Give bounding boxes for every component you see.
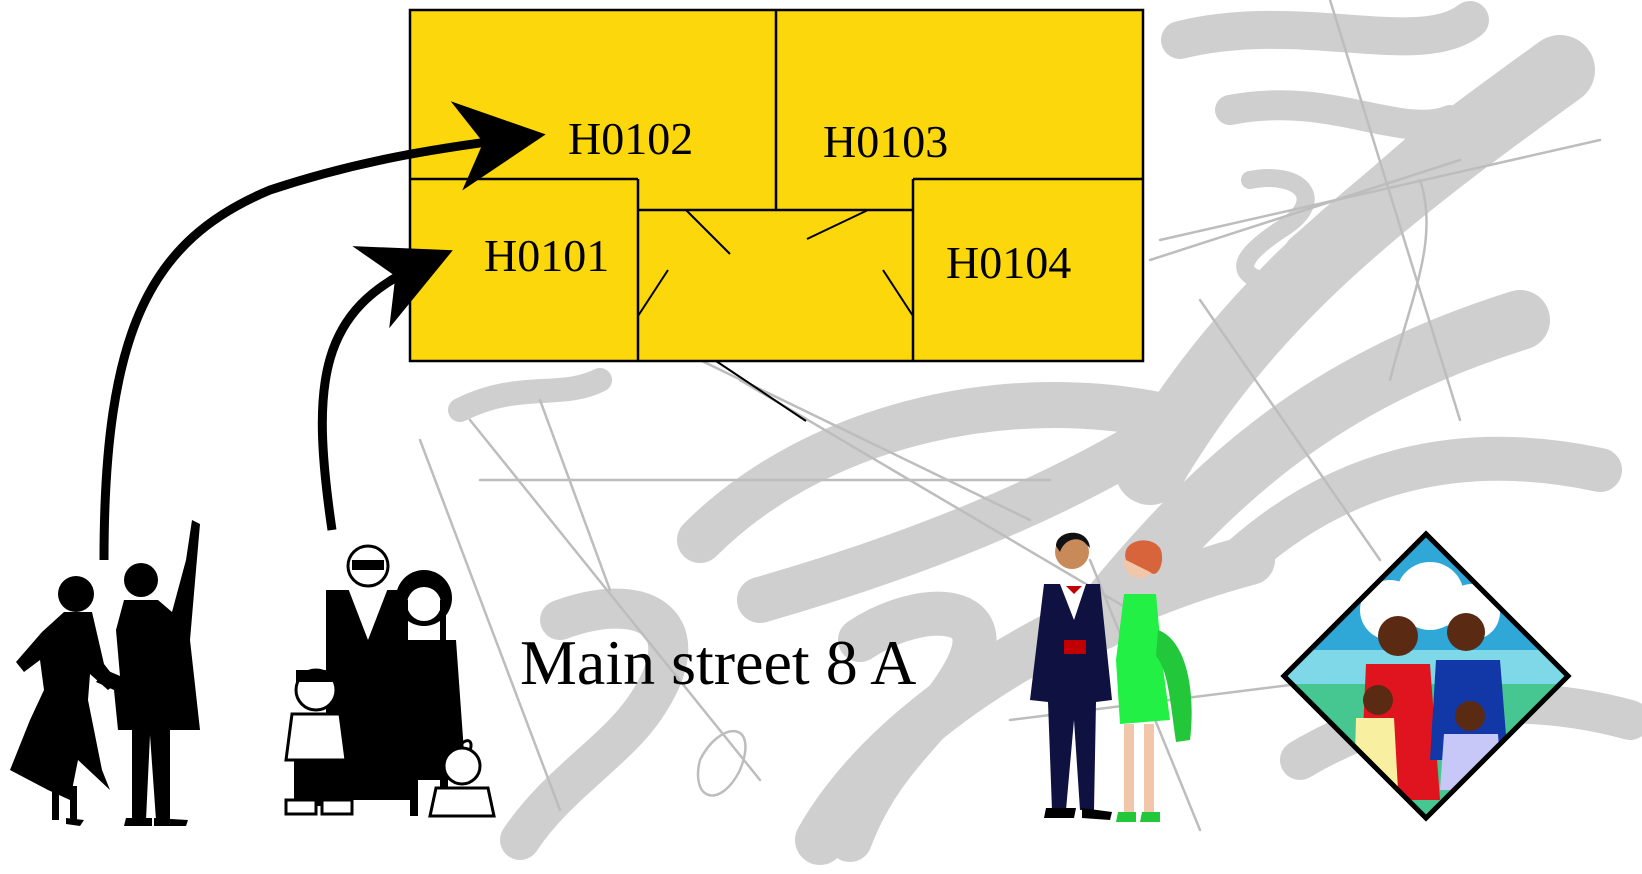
address-label: Main street 8 A [520,627,916,698]
formal-couple [1030,532,1192,822]
dancing-couple-silhouette [10,520,200,826]
door-lines [637,209,914,422]
family-silhouette [284,544,496,818]
family-diamond-emblem [1280,530,1572,822]
room-label-h0102: H0102 [568,113,693,164]
building-floor-plan: H0102 H0103 H0101 H0104 [408,8,1145,422]
arrow-to-h0102 [99,101,546,561]
room-label-h0103: H0103 [823,116,948,167]
room-label-h0104: H0104 [946,237,1071,288]
arrow-to-h0101 [317,246,453,531]
room-label-h0101: H0101 [484,230,609,281]
